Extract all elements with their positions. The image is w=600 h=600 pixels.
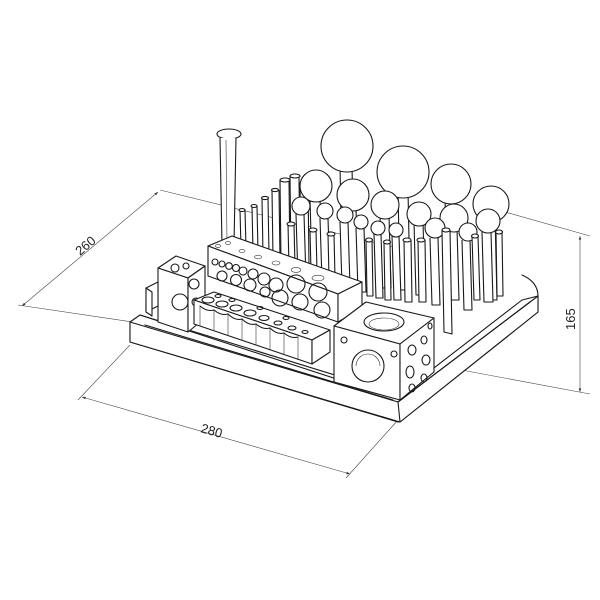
tall-punch [216, 128, 242, 246]
dapping-cube [333, 301, 435, 401]
dapping-punch-spheres [286, 119, 510, 335]
dimension-width [77, 344, 399, 479]
dimension-label-height: 165 [563, 308, 578, 330]
swage-groove-block [193, 291, 331, 365]
punch-holder-block [207, 235, 363, 323]
dimension-label-depth: 260 [72, 233, 98, 258]
dimension-label-width: 280 [199, 420, 224, 440]
